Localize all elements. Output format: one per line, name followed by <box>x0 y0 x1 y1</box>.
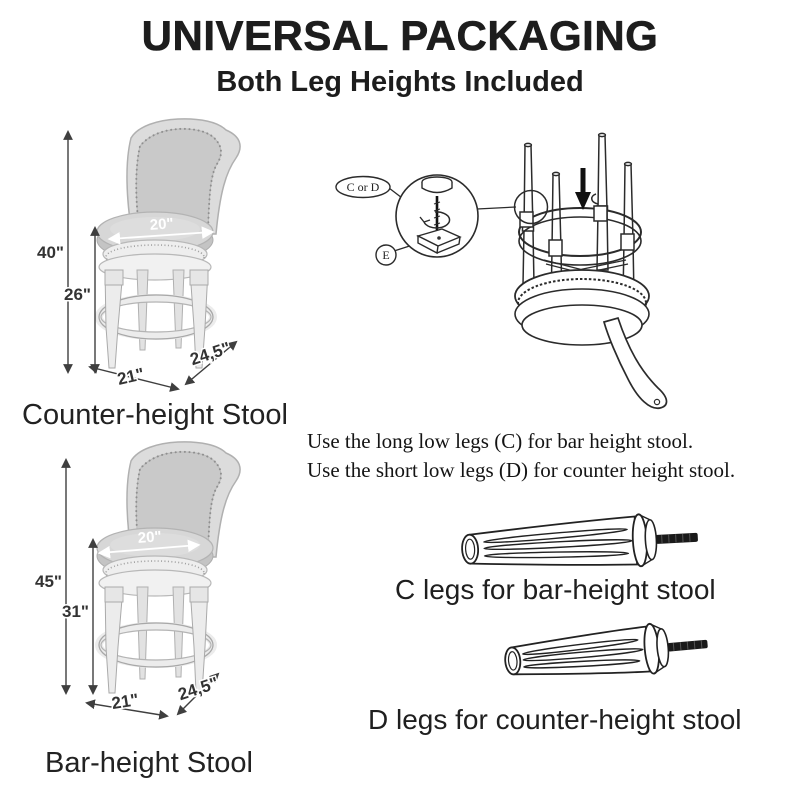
bar-depth-dim: 24,5" <box>176 673 221 704</box>
bar-overall-height-dim: 45" <box>35 572 62 591</box>
d-leg-figure <box>504 622 708 676</box>
counter-stool-figure: 40" 26" 20" 21" 24,5" <box>36 118 241 392</box>
bar-stool-drawing <box>95 441 241 694</box>
bar-stool-label: Bar-height Stool <box>45 747 253 779</box>
inverted-base-drawing <box>514 132 668 409</box>
nailhead-trim <box>135 127 222 235</box>
nailhead-trim <box>135 450 222 558</box>
base-width-arrow <box>85 699 169 720</box>
depth-arrow <box>184 340 238 386</box>
counter-base-width-dim: 21" <box>115 364 146 389</box>
seat-width-arrow <box>97 539 201 559</box>
assembly-diagram: C or D E <box>335 132 668 409</box>
bar-base-width-dim: 21" <box>110 690 140 713</box>
page-subtitle: Both Leg Heights Included <box>216 66 584 98</box>
c-leg-label: C legs for bar-height stool <box>395 574 716 605</box>
page-title: UNIVERSAL PACKAGING <box>141 12 659 60</box>
leg-screw <box>655 532 698 544</box>
c-leg-figure <box>461 513 698 568</box>
bar-seat-height-dim: 31" <box>62 602 89 621</box>
counter-stool-dimensions: 40" 26" 20" 21" 24,5" <box>36 130 238 392</box>
counter-overall-height-dim: 40" <box>37 243 64 262</box>
bar-stool-figure: 45" 31" 20" 21" 24,5" <box>34 441 241 720</box>
counter-seat-height-dim: 26" <box>64 285 91 304</box>
counter-stool-drawing <box>95 118 241 369</box>
instruction-line-2: Use the short low legs (D) for counter h… <box>307 458 736 482</box>
counter-seat-width-dim: 20" <box>149 215 174 234</box>
d-leg-label: D legs for counter-height stool <box>368 704 742 735</box>
counter-stool-label: Counter-height Stool <box>22 399 288 431</box>
instruction-line-1: Use the long low legs (C) for bar height… <box>307 429 694 453</box>
depth-arrow <box>176 672 220 716</box>
down-arrow-icon <box>575 168 591 210</box>
bracket-callout-label: E <box>382 248 389 262</box>
instruction-text: Use the long low legs (C) for bar height… <box>307 427 735 485</box>
bracket-callout-bubble <box>375 244 397 266</box>
bar-seat-width-dim: 20" <box>137 528 162 547</box>
leg-callout-label: C or D <box>347 180 380 194</box>
base-width-arrow <box>88 364 180 392</box>
leg-callout-bubble <box>335 175 391 199</box>
seat-width-arrow <box>107 226 215 245</box>
rotate-arrow-icon <box>423 211 451 229</box>
locator-circle <box>513 189 549 225</box>
